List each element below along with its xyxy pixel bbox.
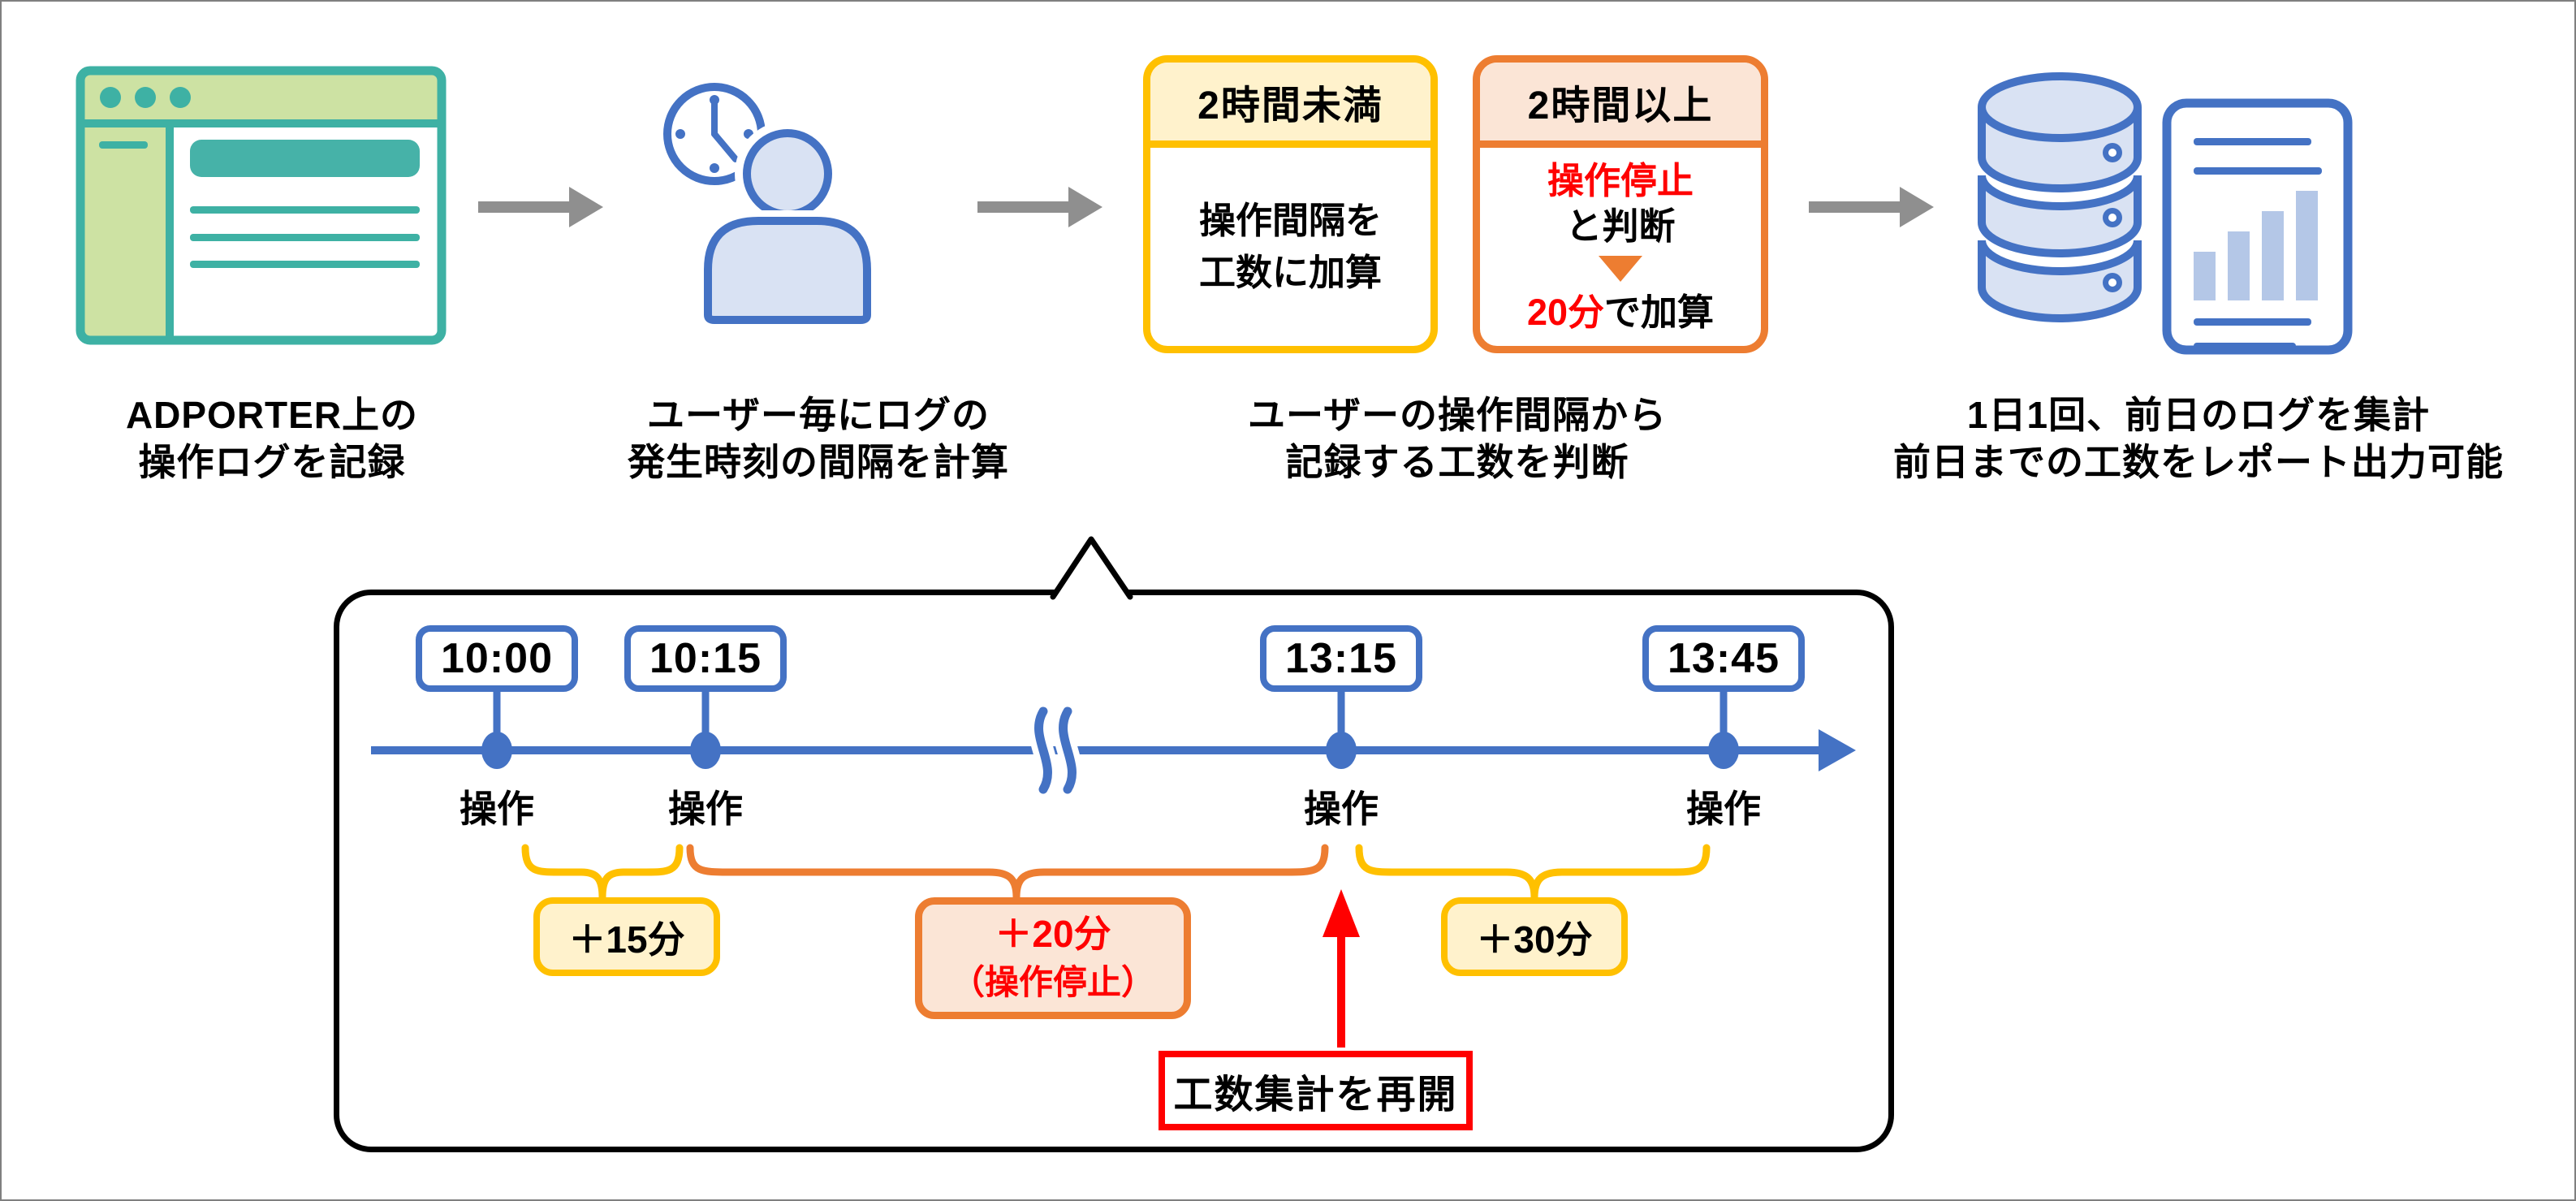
interval-20min-line2: （操作停止） (950, 963, 1155, 1001)
resume-note-box: 工数集計を再開 (1159, 1051, 1473, 1130)
over-2h-stop-label: 操作停止 (1547, 160, 1694, 201)
event-label-2: 操作 (668, 788, 743, 830)
flow-arrow-2 (977, 187, 1102, 227)
interval-20min-line1: ＋20分 (995, 913, 1111, 955)
over-2h-judge-label: と判断 (1565, 205, 1676, 247)
time-label-1315: 13:15 (1260, 625, 1422, 692)
under-2h-body-line1: 操作間隔を (1198, 200, 1382, 241)
under-2h-card-header: 2時間未満 (1150, 63, 1430, 148)
step1-caption-line2: 操作ログを記録 (138, 441, 406, 483)
step2-caption: ユーザー毎にログの 発生時刻の間隔を計算 (510, 391, 1127, 486)
over-2h-card-body: 操作停止 と判断 20分で加算 (1480, 148, 1761, 346)
user-clock-icon (663, 83, 878, 330)
step2-caption-line2: 発生時刻の間隔を計算 (628, 441, 1009, 483)
time-label-1015: 10:15 (624, 625, 787, 692)
bar-chart-icon (2194, 191, 2318, 300)
under-2h-body-line2: 工数に加算 (1198, 252, 1382, 293)
step4-caption-line2: 前日までの工数をレポート出力可能 (1893, 441, 2504, 483)
step3-caption: ユーザーの操作間隔から 記録する工数を判断 (1149, 391, 1766, 486)
step3-caption-line2: 記録する工数を判断 (1285, 441, 1629, 483)
report-icon (2162, 98, 2353, 355)
under-2h-card: 2時間未満 操作間隔を 工数に加算 (1143, 55, 1438, 353)
clock-icon (663, 83, 766, 185)
over-2h-card: 2時間以上 操作停止 と判断 20分で加算 (1473, 55, 1768, 353)
event-label-4: 操作 (1686, 788, 1761, 830)
time-label-1000: 10:00 (416, 625, 578, 692)
over-2h-suffix: で加算 (1604, 292, 1715, 333)
event-label-3: 操作 (1304, 788, 1379, 830)
step3-caption-line1: ユーザーの操作間隔から (1247, 394, 1668, 436)
database-icon (1978, 72, 2142, 322)
flow-arrow-1 (478, 187, 603, 227)
time-label-1345: 13:45 (1642, 625, 1805, 692)
step2-caption-line1: ユーザー毎にログの (646, 394, 990, 436)
step1-caption: ADPORTER上の 操作ログを記録 (2, 391, 580, 486)
step4-caption: 1日1回、前日のログを集計 前日までの工数をレポート出力可能 (1890, 391, 2507, 486)
over-2h-add-line: 20分で加算 (1527, 290, 1714, 335)
interval-box-30min: ＋30分 (1441, 897, 1628, 976)
step4-caption-line1: 1日1回、前日のログを集計 (1966, 394, 2431, 436)
person-icon (697, 121, 878, 330)
step1-caption-line1: ADPORTER上の (125, 394, 419, 436)
event-label-1: 操作 (460, 788, 534, 830)
browser-window-icon (76, 66, 447, 345)
interval-box-15min: ＋15分 (533, 897, 720, 976)
down-triangle-icon (1599, 256, 1642, 282)
interval-box-20min: ＋20分 （操作停止） (915, 897, 1191, 1019)
over-2h-card-header: 2時間以上 (1480, 63, 1761, 148)
over-2h-minutes: 20分 (1526, 292, 1605, 333)
under-2h-card-body: 操作間隔を 工数に加算 (1150, 148, 1430, 346)
flow-arrow-3 (1809, 187, 1934, 227)
